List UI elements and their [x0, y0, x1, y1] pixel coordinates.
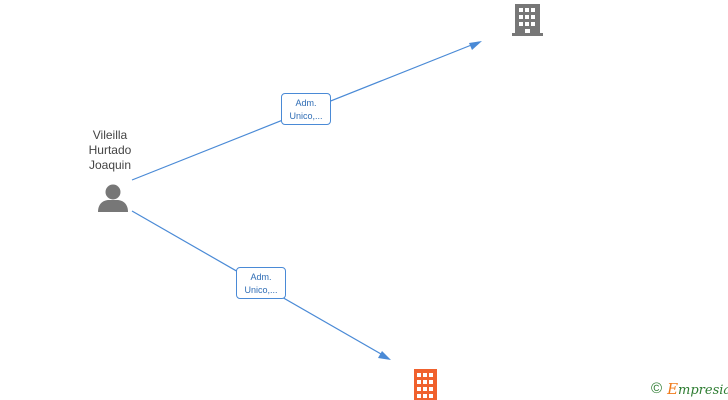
relation-label-line: Unico,... — [289, 111, 323, 121]
relation-label-line: Adm. — [250, 272, 272, 282]
person-name-line: Hurtado — [88, 143, 132, 157]
building-icon — [512, 4, 543, 36]
empresia-logo-text: mpresia — [678, 383, 728, 398]
relation-label-0[interactable]: Adm. Unico,... — [281, 93, 331, 125]
person-name[interactable]: Vileilla Hurtado Joaquin — [70, 128, 150, 173]
relation-label-line: Unico,... — [244, 285, 278, 295]
relation-label-1[interactable]: Adm. Unico,... — [236, 267, 286, 299]
empresia-logo[interactable]: Empresia — [667, 380, 728, 398]
person-icon[interactable] — [98, 184, 128, 213]
empresia-logo-initial: E — [667, 380, 679, 398]
copyright-icon: © — [651, 380, 663, 397]
person-name-line: Vileilla — [92, 128, 128, 142]
copyright-credit: © Empresia — [651, 380, 728, 398]
relation-edge-1-arrowhead — [378, 351, 391, 360]
company-node-0[interactable] — [512, 4, 543, 36]
person-name-line: Joaquin — [88, 158, 132, 172]
relation-label-line: Adm. — [295, 98, 317, 108]
relation-edge-0-arrowhead — [469, 41, 482, 50]
building-icon — [414, 369, 437, 400]
company-node-1[interactable] — [414, 369, 437, 400]
